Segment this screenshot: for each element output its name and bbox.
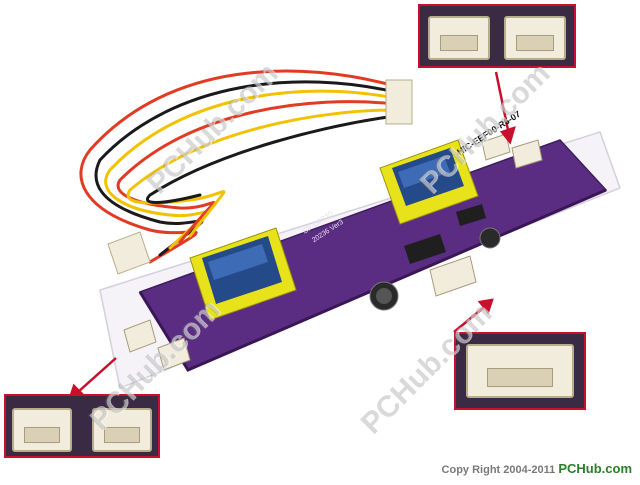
connector-closeup — [466, 344, 574, 398]
board-connector — [123, 133, 543, 371]
inset-output-connectors-bottom — [4, 394, 160, 458]
capacitor — [369, 227, 501, 311]
harness-plug — [107, 231, 151, 275]
inset-input-connector — [454, 332, 586, 410]
transformer-left — [189, 227, 297, 321]
copyright-text: Copy Right 2004-2011 — [441, 464, 556, 476]
connector-closeup — [92, 408, 152, 452]
wire-connector — [385, 79, 413, 125]
transformer-right — [379, 139, 479, 225]
ic-chip — [404, 204, 486, 264]
brand-logo-text: PCHub.com — [558, 461, 632, 476]
copyright-footer: Copy Right 2004-2011 PCHub.com — [442, 461, 632, 476]
connector-closeup — [428, 16, 490, 60]
wire-harness — [79, 69, 397, 264]
inset-output-connectors-top — [418, 4, 576, 68]
connector-closeup — [12, 408, 72, 452]
connector-closeup — [504, 16, 566, 60]
pointer-arrow — [68, 71, 516, 400]
